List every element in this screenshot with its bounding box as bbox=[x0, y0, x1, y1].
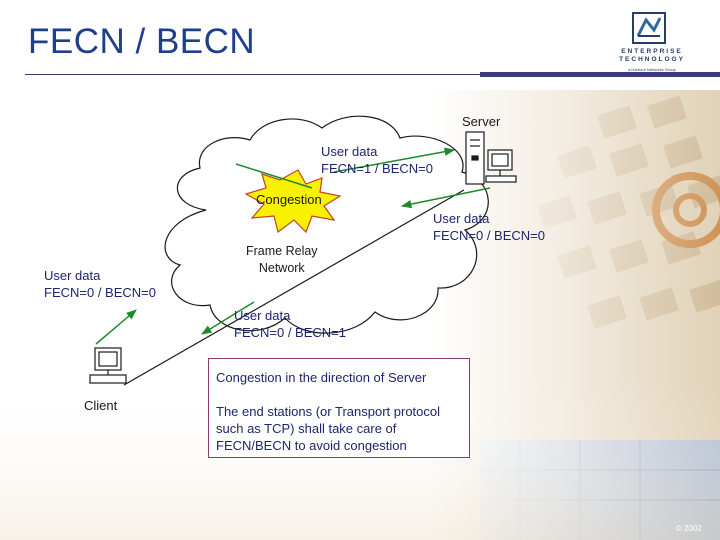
arrow-to-client bbox=[201, 301, 255, 335]
arrow-from-client bbox=[95, 309, 137, 345]
note-title: Congestion in the direction of Server bbox=[216, 370, 427, 385]
arrow-to-server bbox=[333, 147, 456, 173]
logo-line2: TECHNOLOGY bbox=[619, 56, 685, 63]
message-to-client-label: User data FECN=0 / BECN=1 bbox=[234, 308, 346, 340]
message-from-server-label: User data FECN=0 / BECN=0 bbox=[433, 211, 545, 243]
client-computer-icon bbox=[89, 347, 127, 384]
message-to-server-label: User data FECN=1 / BECN=0 bbox=[321, 144, 433, 176]
network-link-line bbox=[123, 189, 465, 386]
congestion-label: Congestion bbox=[256, 192, 322, 207]
logo-wordmark: ENTERPRISE TECHNOLOGY a Harbour Networks… bbox=[612, 48, 692, 74]
server-label: Server bbox=[462, 114, 501, 129]
title-divider-bar bbox=[480, 72, 720, 77]
message-from-client-label: User data FECN=0 / BECN=0 bbox=[44, 268, 156, 300]
note-body: The end stations (or Transport protocol … bbox=[216, 404, 441, 453]
congestion-burst-shape bbox=[244, 169, 342, 234]
copyright-text: © 2002 bbox=[676, 524, 702, 533]
logo-line1: ENTERPRISE bbox=[621, 48, 683, 55]
logo-subline: a Harbour Networks Group bbox=[628, 67, 676, 72]
frame-relay-network-label: Frame Relay Network bbox=[246, 244, 318, 275]
server-icon bbox=[465, 131, 517, 185]
note-box bbox=[208, 358, 470, 458]
client-label: Client bbox=[84, 398, 118, 413]
page-title: FECN / BECN bbox=[28, 22, 256, 61]
frame-relay-cloud-shape bbox=[164, 115, 489, 334]
arrow-from-server bbox=[400, 187, 491, 209]
title-divider bbox=[25, 74, 480, 75]
enterprise-technology-logo-icon bbox=[632, 12, 666, 44]
arrow-congestion-in bbox=[235, 163, 313, 189]
